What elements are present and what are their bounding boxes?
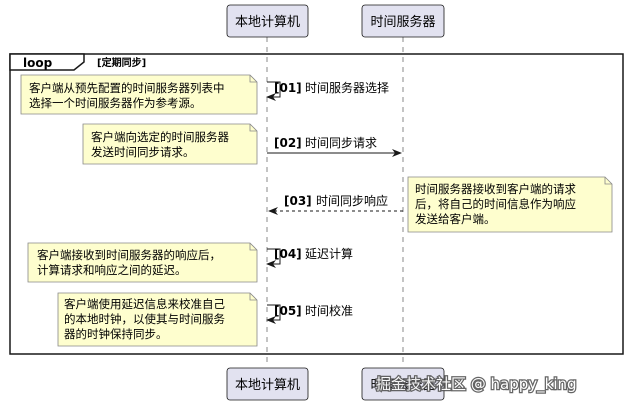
participant-server-bottom: 时间服务器 (361, 367, 445, 401)
loop-guard: [定期同步] (97, 56, 146, 69)
note-line: 时间服务器接收到客户端的请求 (415, 182, 576, 196)
message-label: 时间服务器选择 (305, 80, 389, 95)
participant-server-label: 时间服务器 (370, 14, 435, 30)
note-2: 客户端向选定的时间服务器 发送时间同步请求。 (82, 123, 258, 165)
note-line: 客户端使用延迟信息来校准自己 (64, 297, 225, 311)
participant-local-bottom: 本地计算机 (226, 367, 309, 401)
message-number: [01] (274, 81, 302, 95)
note-line: 选择一个时间服务器作为参考源。 (29, 96, 202, 110)
loop-frame: loop [定期同步] (9, 53, 624, 355)
note-line: 计算请求和响应之间的延迟。 (37, 263, 187, 277)
note-line: 客户端接收到时间服务器的响应后， (37, 248, 221, 262)
note-line: 器的时钟保持同步。 (64, 327, 168, 341)
note-3: 时间服务器接收到客户端的请求 后，将自己的时间信息作为响应 发送给客户端。 (407, 176, 613, 233)
message-label: 时间同步请求 (305, 136, 377, 150)
note-line: 发送时间同步请求。 (91, 145, 195, 159)
message-label: 时间同步响应 (316, 193, 388, 208)
message-label: 延迟计算 (305, 246, 353, 261)
message-number: [02] (274, 136, 302, 150)
participant-local-label: 本地计算机 (235, 15, 300, 30)
participant-server-label: 时间服务器 (370, 377, 435, 393)
message-02: [02] 时间同步请求 (267, 136, 402, 157)
note-line: 客户端从预先配置的时间服务器列表中 (29, 81, 225, 95)
watermark-text: 掘金技术社区 @ happy_king (376, 375, 577, 394)
message-label: 时间校准 (305, 303, 353, 318)
note-line: 后，将自己的时间信息作为响应 (415, 197, 576, 211)
message-number: [03] (284, 194, 312, 208)
note-line: 客户端向选定的时间服务器 (91, 130, 229, 144)
note-line: 的本地时钟，以使其与时间服务 (64, 312, 225, 326)
loop-label: loop (23, 56, 53, 70)
note-5: 客户端使用延迟信息来校准自己 的本地时钟，以使其与时间服务 器的时钟保持同步。 (57, 292, 258, 347)
message-05: [05] 时间校准 (266, 303, 353, 324)
message-04: [04] 延迟计算 (266, 246, 353, 268)
participant-local-top: 本地计算机 (226, 4, 309, 38)
note-1: 客户端从预先配置的时间服务器列表中 选择一个时间服务器作为参考源。 (20, 74, 258, 115)
note-4: 客户端接收到时间服务器的响应后， 计算请求和响应之间的延迟。 (27, 242, 258, 283)
message-number: [04] (274, 247, 302, 261)
participant-local-label: 本地计算机 (235, 378, 300, 393)
watermark: 掘金技术社区 @ happy_king (375, 374, 578, 396)
participant-server-top: 时间服务器 (361, 4, 445, 38)
note-line: 发送给客户端。 (415, 212, 496, 226)
message-number: [05] (274, 304, 302, 318)
message-03: [03] 时间同步响应 (268, 193, 403, 215)
message-01: [01] 时间服务器选择 (266, 80, 389, 101)
